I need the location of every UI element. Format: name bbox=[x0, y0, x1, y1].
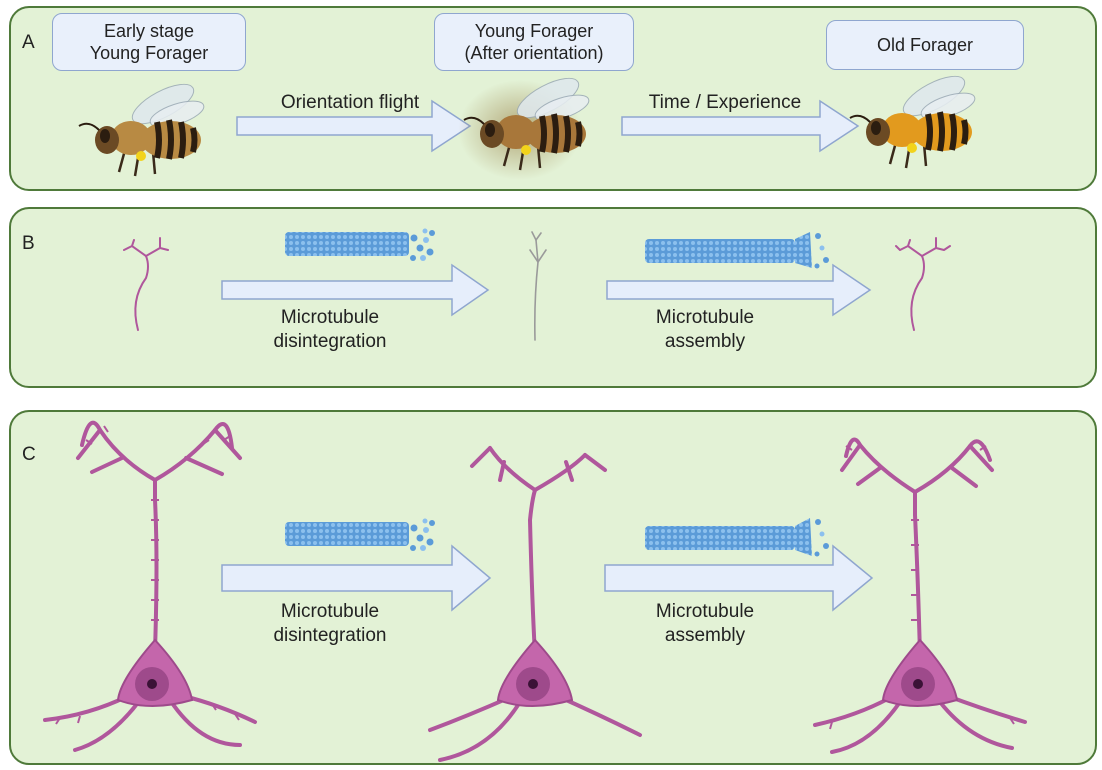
stage-young-line1: Young Forager bbox=[435, 20, 633, 42]
label-b-disintegration-line1: Microtubule bbox=[250, 306, 410, 330]
label-b-assembly-line1: Microtubule bbox=[630, 306, 780, 330]
stage-young-line2: (After orientation) bbox=[435, 42, 633, 64]
stage-early-line2: Young Forager bbox=[53, 42, 245, 64]
microtubule-b-disintegrating-icon bbox=[285, 229, 435, 262]
stage-early-young-forager: Early stage Young Forager bbox=[52, 13, 246, 71]
dendrite-b-left-icon bbox=[124, 238, 168, 330]
label-b-assembly: Microtubule assembly bbox=[630, 306, 780, 354]
bee-old-forager-icon bbox=[850, 69, 978, 168]
label-c-assembly-line1: Microtubule bbox=[630, 600, 780, 624]
microtubule-b-assembling-icon bbox=[645, 232, 829, 269]
label-c-assembly-line2: assembly bbox=[630, 624, 780, 648]
bee-early-stage-icon bbox=[79, 77, 207, 176]
stage-old-forager: Old Forager bbox=[826, 20, 1024, 70]
stage-old-line1: Old Forager bbox=[827, 34, 1023, 56]
label-orientation-flight: Orientation flight bbox=[250, 91, 450, 115]
label-c-disintegration: Microtubule disintegration bbox=[250, 600, 410, 648]
panel-b-letter: B bbox=[22, 233, 35, 255]
dendrite-b-middle-icon bbox=[530, 232, 546, 340]
label-b-assembly-line2: assembly bbox=[630, 330, 780, 354]
microtubule-c-assembling-icon bbox=[645, 518, 829, 557]
neuron-c-middle-icon bbox=[430, 448, 640, 760]
panel-c-letter: C bbox=[22, 444, 36, 466]
panel-a-letter: A bbox=[22, 32, 35, 54]
label-c-disintegration-line2: disintegration bbox=[250, 624, 410, 648]
label-c-assembly: Microtubule assembly bbox=[630, 600, 780, 648]
dendrite-b-right-icon bbox=[896, 238, 950, 330]
label-c-disintegration-line1: Microtubule bbox=[250, 600, 410, 624]
stage-early-line1: Early stage bbox=[53, 20, 245, 42]
label-time-experience: Time / Experience bbox=[620, 91, 830, 115]
label-b-disintegration: Microtubule disintegration bbox=[250, 306, 410, 354]
microtubule-c-disintegrating-icon bbox=[285, 519, 435, 552]
stage-young-forager-after: Young Forager (After orientation) bbox=[434, 13, 634, 71]
label-b-disintegration-line2: disintegration bbox=[250, 330, 410, 354]
